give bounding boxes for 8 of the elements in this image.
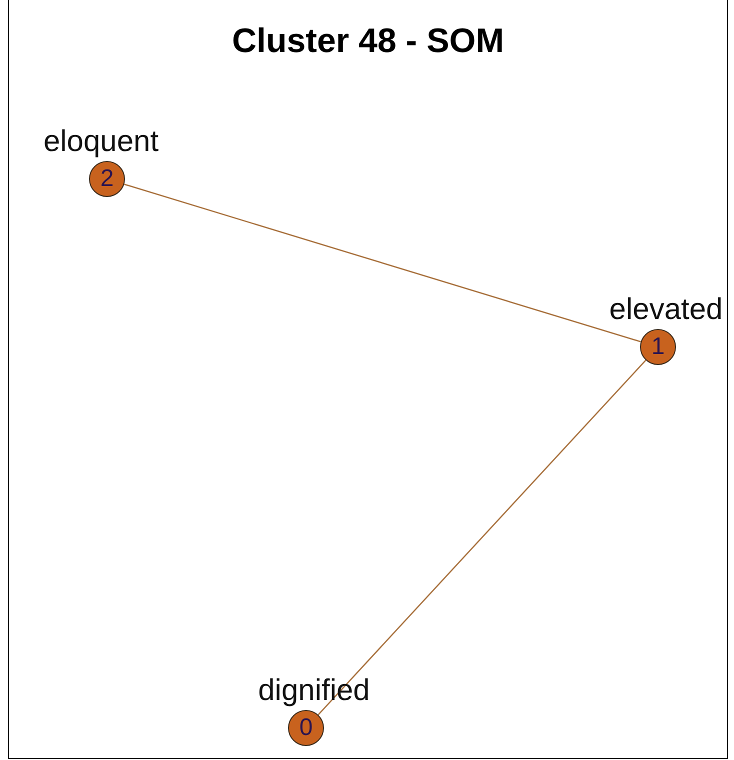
node-label: elevated: [609, 293, 723, 327]
edge-line: [318, 360, 646, 716]
node-circle: 2: [89, 161, 125, 197]
node-circle: 1: [640, 329, 676, 365]
node-label: eloquent: [43, 125, 159, 159]
edge-line: [124, 184, 641, 342]
chart-title: Cluster 48 - SOM: [230, 22, 506, 61]
node-circle: 0: [288, 710, 324, 746]
